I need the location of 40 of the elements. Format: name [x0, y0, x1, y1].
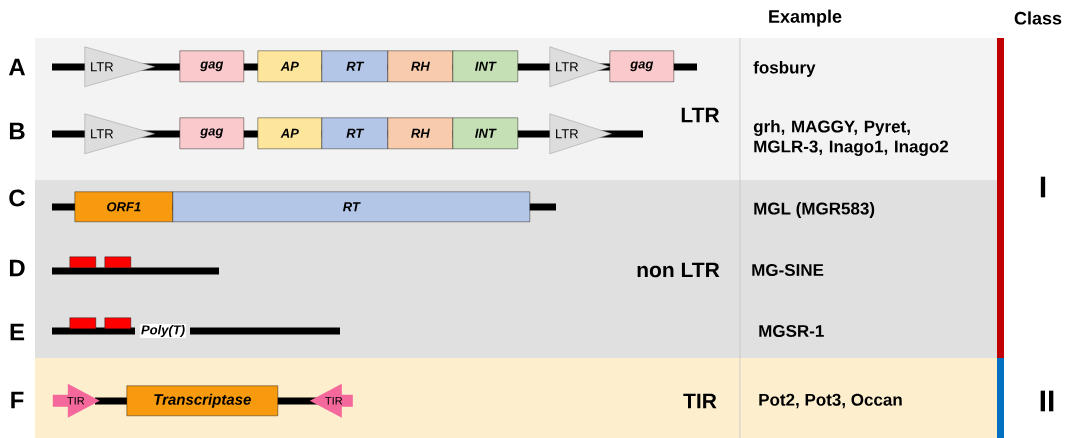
example-text: fosbury [753, 61, 816, 77]
gene-box: RH [387, 117, 453, 149]
gene-box: RT [321, 50, 388, 82]
gene-box: gag [609, 50, 674, 82]
ltr-triangle: LTR [84, 113, 155, 154]
example-text: grh, MAGGY, Pyret, MGLR-3, Inago1, Inago2 [753, 120, 949, 156]
row-letter: E [10, 323, 25, 341]
gene-box: INT [452, 117, 518, 149]
example-text: MGSR-1 [759, 324, 824, 337]
example-text: Pot2, Pot3, Occan [759, 393, 902, 409]
row-letter: F [11, 391, 24, 409]
example-text: MGL (MGR583) [754, 202, 875, 218]
gene-box: AP [257, 117, 322, 149]
exon-box [69, 256, 96, 268]
tir-triangle: TIR [52, 383, 100, 418]
gene-box: ORF1 [74, 191, 173, 222]
column-header: Example [769, 9, 842, 27]
tir-triangle: TIR [309, 383, 353, 418]
exon-box [69, 317, 96, 329]
gene-box: gag [179, 50, 244, 82]
row-letter: C [9, 189, 25, 207]
class-numeral: I [1040, 176, 1046, 198]
column-header: Class [1014, 11, 1062, 25]
row-letter: B [9, 122, 25, 140]
gene-box: RH [387, 50, 453, 82]
gene-box: RT [321, 117, 388, 149]
gene-box: RT [172, 191, 530, 222]
ltr-triangle: LTR [549, 46, 610, 87]
gene-box: INT [452, 50, 518, 82]
exon-box [104, 256, 131, 268]
exon-box [104, 317, 131, 329]
row-letter: A [8, 58, 26, 76]
class-numeral: II [1040, 390, 1054, 412]
ltr-triangle: LTR [84, 46, 155, 87]
row-letter: D [9, 259, 25, 277]
gene-box: gag [179, 117, 244, 149]
ltr-triangle: LTR [549, 113, 612, 154]
example-text: MG-SINE [752, 263, 824, 276]
gene-box: Transcriptase [126, 385, 278, 416]
gene-box: AP [257, 50, 322, 82]
